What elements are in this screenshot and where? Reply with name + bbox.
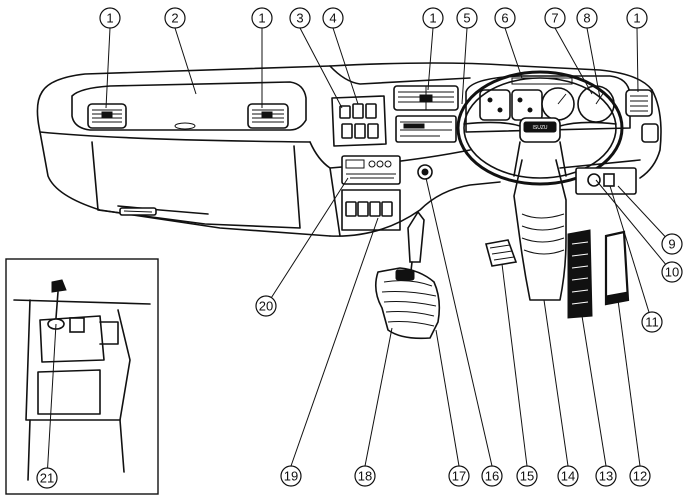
- lower-right-controls: [575, 167, 637, 195]
- leader-lines: [46, 27, 673, 479]
- heater-control-panel: [341, 155, 401, 231]
- callout-6: 6: [494, 7, 516, 29]
- passenger-upper-panel: [71, 81, 307, 131]
- dashboard-outline: [36, 62, 662, 237]
- callout-label: 18: [358, 469, 372, 484]
- air-vent-left-outer: [87, 103, 127, 129]
- callout-label: 20: [259, 299, 273, 314]
- radio-unit: [395, 115, 457, 143]
- brake-pedal: [567, 229, 593, 319]
- gear-shift-lever: [374, 210, 441, 340]
- callout-label: 14: [561, 469, 575, 484]
- callout-label: 1: [258, 11, 265, 26]
- callout-label: 19: [284, 469, 298, 484]
- callout-17: 17: [448, 465, 470, 487]
- switch-cluster: [331, 95, 387, 147]
- callout-8: 8: [576, 7, 598, 29]
- callout-21: 21: [36, 467, 58, 489]
- inset-panel: [5, 258, 159, 495]
- callout-label: 3: [296, 11, 303, 26]
- lighter-knob: [417, 164, 433, 180]
- callout-label: 9: [668, 237, 675, 252]
- callout-label: 2: [171, 11, 178, 26]
- callout-label: 15: [520, 469, 534, 484]
- glove-box: [91, 141, 301, 229]
- callout-16: 16: [481, 465, 503, 487]
- callout-11: 11: [641, 311, 663, 333]
- callout-2: 2: [164, 7, 186, 29]
- callout-label: 4: [329, 11, 336, 26]
- callout-label: 10: [665, 265, 679, 280]
- callout-label: 21: [40, 471, 54, 486]
- callout-label: 17: [452, 469, 466, 484]
- callout-label: 11: [645, 315, 659, 330]
- callout-label: 12: [633, 469, 647, 484]
- callout-label: 7: [551, 11, 558, 26]
- callout-18: 18: [354, 465, 376, 487]
- callout-10: 10: [661, 261, 683, 283]
- air-vent-center: [393, 85, 459, 111]
- callout-label: 5: [463, 11, 470, 26]
- callout-13: 13: [595, 465, 617, 487]
- callout-1-left-vent: 1: [99, 7, 121, 29]
- clutch-pedal: [484, 239, 518, 267]
- callout-label: 1: [633, 11, 640, 26]
- callout-label: 16: [485, 469, 499, 484]
- callout-12: 12: [629, 465, 651, 487]
- isuzu-badge: ISUZU: [533, 125, 548, 131]
- callout-label: 6: [501, 11, 508, 26]
- air-vent-left-inner: [247, 103, 289, 129]
- callout-label: 8: [583, 11, 590, 26]
- callout-7: 7: [544, 7, 566, 29]
- accelerator-pedal: [604, 230, 630, 306]
- lower-switch-bank: [345, 201, 393, 217]
- callout-19: 19: [280, 465, 302, 487]
- callout-label: 13: [599, 469, 613, 484]
- steering-column: [513, 159, 567, 301]
- callout-1-center-vent: 1: [422, 7, 444, 29]
- callout-15: 15: [516, 465, 538, 487]
- callout-label: 1: [429, 11, 436, 26]
- callout-1-right-vent: 1: [626, 7, 648, 29]
- callout-14: 14: [557, 465, 579, 487]
- callout-label: 1: [106, 11, 113, 26]
- callout-9: 9: [661, 233, 683, 255]
- callout-3: 3: [289, 7, 311, 29]
- callout-1-inner-vent: 1: [251, 7, 273, 29]
- callout-5: 5: [456, 7, 478, 29]
- callout-20: 20: [255, 295, 277, 317]
- callout-4: 4: [322, 7, 344, 29]
- steering-wheel: ISUZU: [456, 70, 624, 186]
- air-vent-right: [625, 89, 659, 143]
